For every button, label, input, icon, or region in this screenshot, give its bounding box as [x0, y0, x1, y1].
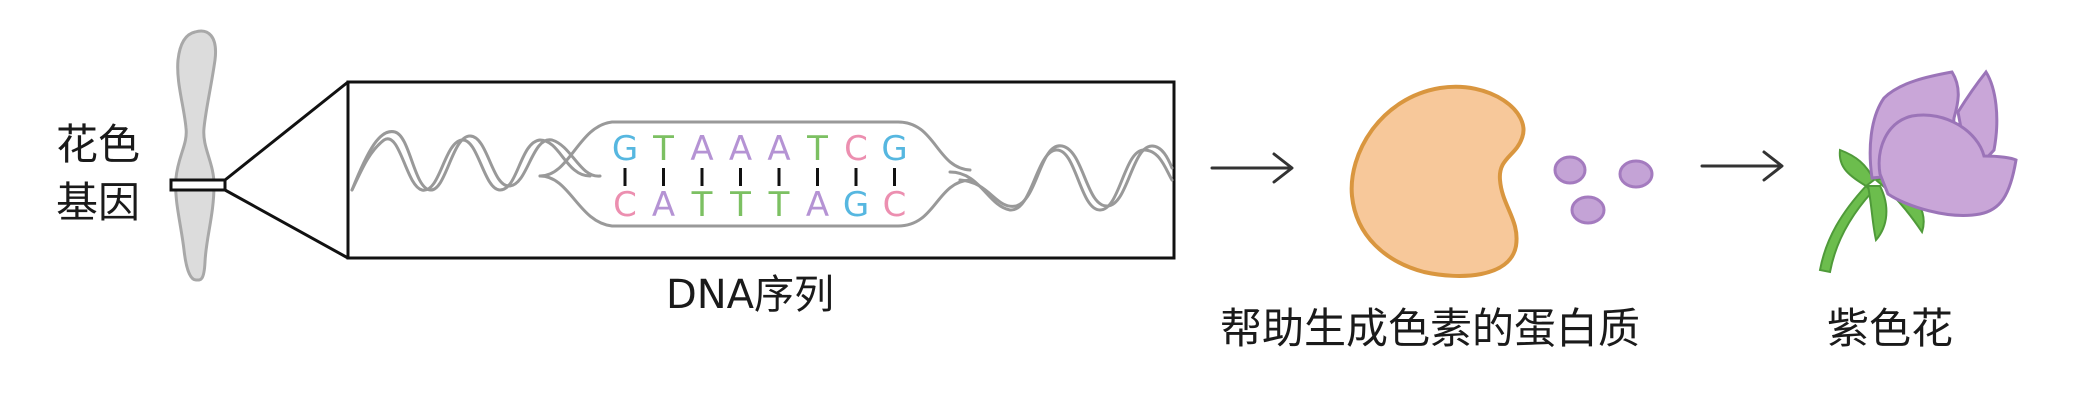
pigment-dot [1618, 159, 1654, 189]
flower-icon [1818, 69, 2018, 274]
pigment-dot [1553, 155, 1587, 185]
flower-label: 紫色花 [1826, 304, 1953, 353]
base-letter-top: C [844, 129, 868, 169]
dna-label: DNA序列 [665, 272, 835, 318]
base-letter-top: A [690, 129, 713, 169]
flower-petal [1877, 113, 2018, 217]
base-letter-bottom: A [652, 185, 675, 225]
base-letter-bottom: C [613, 185, 637, 225]
chromosome-icon [169, 29, 227, 282]
dna-box [346, 80, 1176, 260]
base-letter-bottom: G [843, 185, 869, 225]
base-letter-bottom: C [883, 185, 907, 225]
base-letter-top: T [806, 129, 828, 169]
base-letter-top: G [612, 129, 638, 169]
flower-leaf [1838, 148, 1876, 188]
base-letter-top: G [881, 129, 907, 169]
base-letter-bottom: T [729, 185, 751, 225]
flower-leaf [1866, 185, 1888, 243]
base-letter-top: T [652, 129, 674, 169]
base-letter-top: A [767, 129, 790, 169]
gene-label-line2: 基因 [55, 178, 140, 227]
base-letter-bottom: T [768, 185, 790, 225]
base-letter-bottom: T [691, 185, 713, 225]
dna-helix-icon [350, 120, 1174, 228]
pigment-icon [1553, 155, 1654, 225]
base-pair-connectors [623, 168, 896, 186]
gene-label: 花色 基因 [48, 116, 148, 232]
protein-icon [1349, 84, 1526, 278]
arrow-right-icon [1700, 150, 1784, 182]
pigment-dot [1570, 195, 1606, 225]
base-letter-bottom: A [806, 185, 829, 225]
arrow-right-icon [1210, 152, 1294, 184]
protein-label: 帮助生成色素的蛋白质 [1219, 304, 1640, 353]
gene-label-line1: 花色 [55, 120, 140, 169]
zoom-lines [224, 80, 349, 260]
base-letter-top: A [729, 129, 752, 169]
